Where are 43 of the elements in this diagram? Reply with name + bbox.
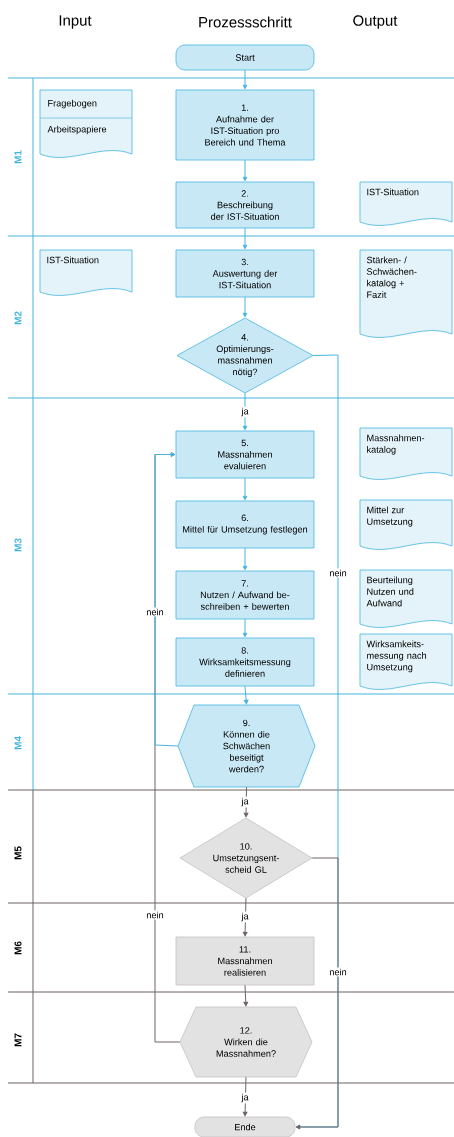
process-box: 6. Mittel für Umsetzung festlegen: [175, 500, 315, 549]
lane-label: M1: [14, 150, 22, 164]
edge-label: nein: [328, 568, 348, 578]
edge-label: ja: [240, 1092, 250, 1104]
decision-hexagon: 12. Wirken die Massnahmen?: [179, 1006, 313, 1078]
process-box: 5. Massnahmen evaluieren: [175, 430, 315, 479]
edge-label: nein: [328, 967, 348, 977]
lane-label: M7: [14, 1033, 22, 1047]
arrow: [242, 547, 248, 571]
arrow: [242, 897, 248, 937]
edge-label: nein: [145, 607, 165, 617]
column-header: Prozessschritt: [199, 16, 292, 28]
edge-label: ja: [240, 406, 250, 418]
arrow: [242, 392, 248, 431]
process-box: 11. Massnahmen realisieren: [175, 936, 315, 986]
edge-label: ja: [240, 911, 250, 923]
arrow: [243, 786, 249, 818]
lane-label: M4: [14, 736, 22, 750]
edge-label: nein: [145, 910, 165, 920]
lane-label: M5: [14, 846, 22, 860]
arrow: [242, 296, 248, 318]
arrow: [242, 227, 248, 250]
edge-label: ja: [240, 796, 250, 808]
lane-label: M2: [14, 311, 22, 325]
lane-label: M3: [14, 538, 22, 552]
arrow: [295, 857, 339, 1130]
process-box: 3. Auswertung der IST-Situation: [175, 249, 315, 298]
decision-hexagon: 9. Können die Schwächen beseitigt werden?: [177, 704, 316, 788]
arrow: [242, 69, 248, 90]
arrow: [242, 618, 248, 638]
arrow: [242, 477, 248, 501]
process-box: 8. Wirksamkeitsmessung definieren: [175, 637, 315, 687]
arrow: [243, 984, 249, 1007]
arrow: [243, 685, 249, 705]
arrow: [154, 452, 179, 747]
arrow: [242, 1076, 248, 1117]
arrow: [242, 159, 248, 182]
column-header: Output: [353, 15, 398, 29]
process-box: 7. Nutzen / Aufwand be-schreiben + bewerten: [175, 570, 315, 620]
column-header: Input: [59, 15, 92, 29]
process-box: 1. Aufnahme der IST-Situation pro Bereich und Thema: [175, 89, 315, 161]
lane-label: M6: [14, 941, 22, 955]
process-box: 2. Beschreibung der IST-Situation: [175, 181, 315, 229]
